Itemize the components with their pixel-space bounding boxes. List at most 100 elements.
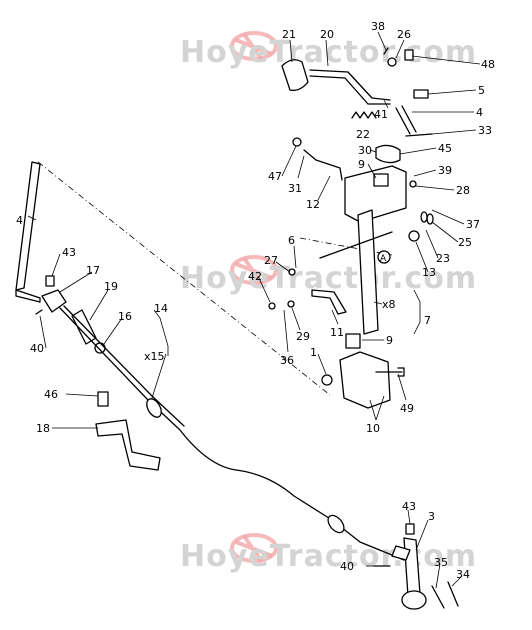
bracket-31 xyxy=(303,149,343,181)
callout-47: 47 xyxy=(268,170,282,183)
callout-21: 21 xyxy=(282,28,296,41)
callout-1: 1 xyxy=(310,346,317,359)
callout-7: 7 xyxy=(424,314,431,327)
callout-41: 41 xyxy=(374,108,388,121)
nut-47 xyxy=(292,137,302,147)
callout-27: 27 xyxy=(264,254,278,267)
bolt-46 xyxy=(97,391,109,407)
bolt-43-bottom xyxy=(405,523,415,535)
cable-ferrule-lower xyxy=(327,514,345,534)
callout-14: 14 xyxy=(154,302,168,315)
callout-45: 45 xyxy=(438,142,452,155)
link-11 xyxy=(311,289,347,315)
washer-26 xyxy=(387,57,397,67)
pin-34 xyxy=(447,581,459,607)
callout-6: 6 xyxy=(288,234,295,247)
watermark-logo xyxy=(230,255,278,286)
callout-10: 10 xyxy=(366,422,380,435)
shaft-x xyxy=(319,231,393,259)
shift-shaft-assembly xyxy=(268,137,434,409)
housing-12 xyxy=(344,165,407,223)
yoke-17 xyxy=(41,289,67,313)
shift-lever-assembly xyxy=(281,47,433,137)
callout-39: 39 xyxy=(438,164,452,177)
cable-main xyxy=(59,307,405,561)
callout-38: 38 xyxy=(371,20,385,33)
rod-4-left xyxy=(15,161,41,303)
leader-lines xyxy=(27,31,481,589)
block-9-lower xyxy=(345,333,361,349)
pivot-block xyxy=(401,590,427,610)
block-9-upper xyxy=(373,173,389,187)
callout-29: 29 xyxy=(296,330,310,343)
lever-knob xyxy=(281,59,309,91)
nut-42 xyxy=(268,302,276,310)
callout-26: 26 xyxy=(397,28,411,41)
callout-42: 42 xyxy=(248,270,262,283)
callout-22: 22 xyxy=(356,128,370,141)
callout-a-circle xyxy=(377,250,391,264)
callout-4-top: 4 xyxy=(476,106,483,119)
ring-13 xyxy=(408,230,420,242)
bolt-49 xyxy=(375,367,405,377)
callout-34: 34 xyxy=(456,568,470,581)
callout-5: 5 xyxy=(478,84,485,97)
bar-33 xyxy=(405,133,433,137)
spring-25 xyxy=(420,211,434,225)
watermark-logo xyxy=(230,31,278,62)
bracket-18 xyxy=(95,391,161,471)
callout-35: 35 xyxy=(434,556,448,569)
callout-13: 13 xyxy=(422,266,436,279)
callout-40-bottom: 40 xyxy=(340,560,354,573)
callout-25: 25 xyxy=(458,236,472,249)
clamp-10 xyxy=(339,351,391,409)
callout-31: 31 xyxy=(288,182,302,195)
watermark-middle: HoyeTractor.com xyxy=(180,255,477,296)
callout-9-upper: 9 xyxy=(358,158,365,171)
callout-19: 19 xyxy=(104,280,118,293)
callout-46: 46 xyxy=(44,388,58,401)
callout-30: 30 xyxy=(358,144,372,157)
callout-16: 16 xyxy=(118,310,132,323)
lower-lever-assembly xyxy=(373,523,459,610)
clevis-bottom xyxy=(391,545,411,561)
shift-lever-rod xyxy=(309,69,391,101)
callout-9-lower: 9 xyxy=(386,334,393,347)
pin-38 xyxy=(383,47,389,55)
callout-49: 49 xyxy=(400,402,414,415)
callout-labels: 21 20 38 26 48 5 4 41 22 33 30 45 47 9 3… xyxy=(16,20,495,581)
collar-30 xyxy=(375,144,401,164)
washer-27 xyxy=(288,268,296,276)
bolt-43-top xyxy=(45,275,55,287)
pin-40-left xyxy=(35,309,43,315)
callout-11: 11 xyxy=(330,326,344,339)
callout-x15: x15 xyxy=(144,350,165,363)
cable-sleeve xyxy=(63,305,185,427)
spring-22 xyxy=(351,111,377,119)
callout-a: A xyxy=(380,254,387,264)
shaft-8 xyxy=(357,209,379,335)
pin-35 xyxy=(431,585,445,609)
callout-18: 18 xyxy=(36,422,50,435)
pin-4-top xyxy=(395,105,417,135)
watermark-text: HoyeTractor.com xyxy=(180,539,477,574)
screw-48 xyxy=(404,49,414,61)
callout-12: 12 xyxy=(306,198,320,211)
callout-23: 23 xyxy=(436,252,450,265)
nut-1 xyxy=(321,374,333,386)
callout-43-top: 43 xyxy=(62,246,76,259)
watermark-logo xyxy=(230,533,278,564)
washer-28 xyxy=(409,180,417,188)
callout-33: 33 xyxy=(478,124,492,137)
callout-37: 37 xyxy=(466,218,480,231)
callout-48: 48 xyxy=(481,58,495,71)
cable-ferrule xyxy=(146,398,162,418)
washer-29 xyxy=(287,300,295,308)
nut-16 xyxy=(94,342,106,354)
watermark-text: HoyeTractor.com xyxy=(180,261,477,296)
callout-20: 20 xyxy=(320,28,334,41)
alignment-lines xyxy=(37,161,393,396)
callout-43-bottom: 43 xyxy=(402,500,416,513)
watermark-bottom: HoyeTractor.com xyxy=(180,533,477,574)
